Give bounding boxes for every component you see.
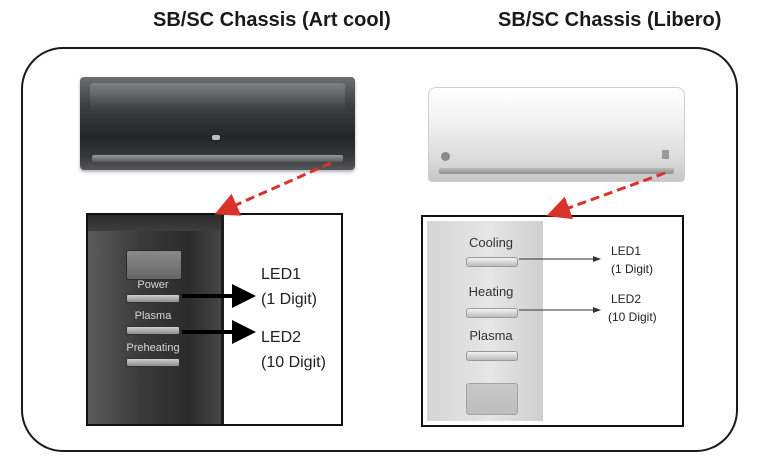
lg-logo-icon (441, 152, 450, 161)
artcool-button-label-plasma: Plasma (134, 310, 172, 322)
libero-control-panel: Cooling Heating Plasma (421, 215, 684, 427)
libero-heating-button (466, 308, 518, 318)
libero-indoor-unit-image (428, 87, 685, 182)
artcool-title: SB/SC Chassis (Art cool) (153, 9, 391, 31)
libero-led2-digit: (10 Digit) (608, 310, 657, 324)
artcool-button-label-power: Power (137, 279, 169, 291)
artcool-display-window (126, 250, 182, 280)
libero-button-label-plasma: Plasma (469, 328, 513, 343)
artcool-power-button (126, 294, 180, 303)
libero-cooling-button (466, 257, 518, 267)
artcool-led2-label: LED2 (261, 329, 302, 346)
artcool-plasma-button (126, 326, 180, 335)
diagram-frame (21, 47, 738, 452)
artcool-control-panel: Power Plasma Preheating (86, 213, 343, 426)
libero-callout-arrow (546, 171, 666, 220)
libero-button-label-heating: Heating (468, 284, 514, 299)
artcool-led1-label: LED1 (261, 266, 302, 283)
libero-plasma-button (466, 351, 518, 361)
artcool-callout-arrow (214, 161, 332, 216)
libero-led2-label: LED2 (611, 292, 642, 306)
libero-led1-digit: (1 Digit) (611, 262, 654, 276)
artcool-led2-digit: (10 Digit) (261, 354, 326, 371)
libero-title: SB/SC Chassis (Libero) (498, 9, 722, 31)
libero-led1-label: LED1 (611, 244, 642, 258)
artcool-button-label-preheating: Preheating (126, 342, 180, 354)
artcool-indoor-unit-image (80, 77, 355, 170)
artcool-led1-digit: (1 Digit) (261, 291, 318, 308)
libero-display-window (466, 383, 518, 415)
libero-button-label-cooling: Cooling (468, 235, 514, 250)
artcool-preheating-button (126, 358, 180, 367)
